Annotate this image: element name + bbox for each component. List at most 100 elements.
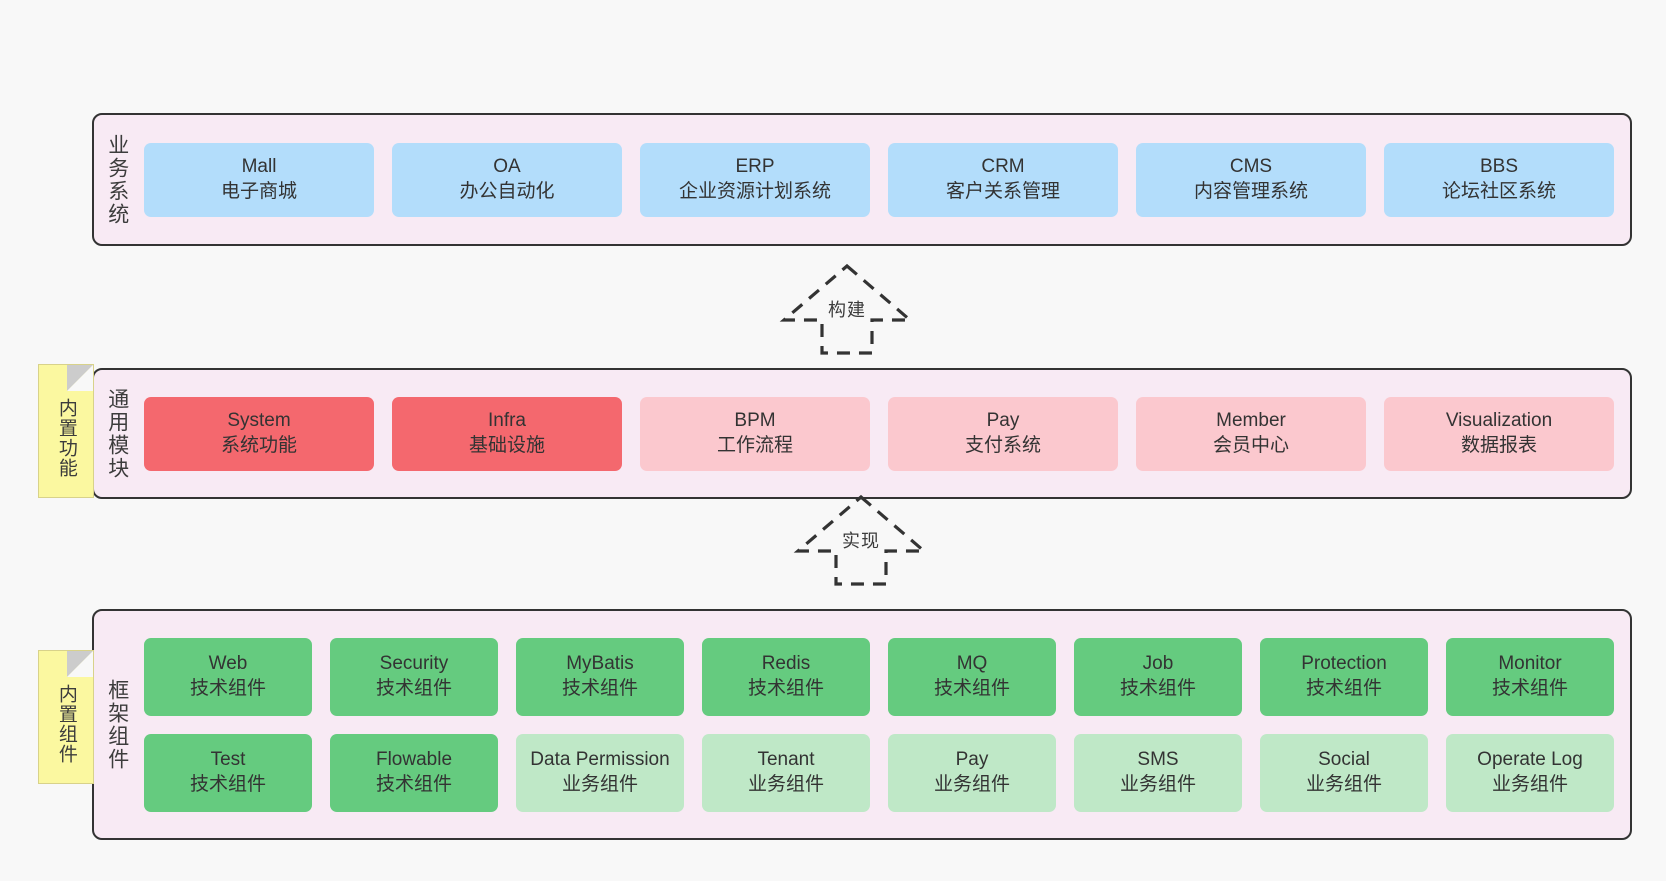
card-subtitle: 工作流程	[716, 434, 793, 456]
card-subtitle: 技术组件	[933, 677, 1010, 699]
card-subtitle: 企业资源计划系统	[678, 180, 831, 202]
card-social[interactable]: Social 业务组件	[1260, 733, 1428, 812]
card-title: Protection	[1301, 653, 1387, 675]
sticky-note-builtin-functions: 内置功能	[38, 364, 94, 498]
card-subtitle: 业务组件	[1119, 773, 1196, 795]
card-subtitle: 技术组件	[1491, 677, 1568, 699]
card-subtitle: 办公自动化	[459, 180, 555, 202]
card-title: Web	[208, 653, 248, 675]
card-title: Member	[1216, 410, 1286, 432]
card-operate-log[interactable]: Operate Log 业务组件	[1446, 733, 1614, 812]
card-title: MQ	[956, 653, 988, 675]
card-subtitle: 技术组件	[561, 677, 638, 699]
card-pay[interactable]: Pay 支付系统	[888, 396, 1118, 471]
card-pay-business[interactable]: Pay 业务组件	[888, 733, 1056, 812]
card-data-permission[interactable]: Data Permission 业务组件	[516, 733, 684, 812]
card-row: Test 技术组件 Flowable 技术组件 Data Permission …	[144, 733, 1614, 812]
card-security[interactable]: Security 技术组件	[330, 637, 498, 716]
card-title: OA	[493, 156, 521, 178]
card-test[interactable]: Test 技术组件	[144, 733, 312, 812]
layer-framework-components: 框架组件 Web 技术组件 Security 技术组件 MyBatis 技术组件…	[92, 609, 1632, 840]
card-title: Test	[210, 749, 246, 771]
card-visualization[interactable]: Visualization 数据报表	[1384, 396, 1614, 471]
card-title: Job	[1142, 653, 1174, 675]
card-row: System 系统功能 Infra 基础设施 BPM 工作流程 Pay 支付系统…	[144, 396, 1614, 471]
card-mall[interactable]: Mall 电子商城	[144, 142, 374, 217]
card-subtitle: 客户关系管理	[945, 180, 1060, 202]
card-subtitle: 业务组件	[747, 773, 824, 795]
card-title: System	[227, 410, 291, 432]
card-subtitle: 技术组件	[1305, 677, 1382, 699]
card-flowable[interactable]: Flowable 技术组件	[330, 733, 498, 812]
dashed-arrow-up-icon	[779, 263, 915, 355]
sticky-note-builtin-components: 内置组件	[38, 650, 94, 784]
card-subtitle: 系统功能	[220, 434, 297, 456]
layer-common-modules: 通用模块 System 系统功能 Infra 基础设施 BPM 工作流程 Pay…	[92, 368, 1632, 499]
card-oa[interactable]: OA 办公自动化	[392, 142, 622, 217]
card-protection[interactable]: Protection 技术组件	[1260, 637, 1428, 716]
card-title: Flowable	[375, 749, 453, 771]
card-redis[interactable]: Redis 技术组件	[702, 637, 870, 716]
card-subtitle: 数据报表	[1460, 434, 1537, 456]
card-title: Visualization	[1445, 410, 1553, 432]
layer-title-framework-components: 框架组件	[105, 678, 129, 771]
card-subtitle: 基础设施	[468, 434, 545, 456]
card-system[interactable]: System 系统功能	[144, 396, 374, 471]
card-subtitle: 技术组件	[375, 677, 452, 699]
card-title: Infra	[487, 410, 527, 432]
card-title: Data Permission	[530, 749, 670, 771]
layer-body-framework-components: Web 技术组件 Security 技术组件 MyBatis 技术组件 Redi…	[140, 611, 1630, 838]
card-mq[interactable]: MQ 技术组件	[888, 637, 1056, 716]
layer-title-common-modules: 通用模块	[105, 387, 129, 480]
connector-label: 构建	[828, 300, 866, 320]
card-title: Security	[379, 653, 449, 675]
card-tenant[interactable]: Tenant 业务组件	[702, 733, 870, 812]
card-subtitle: 论坛社区系统	[1441, 180, 1556, 202]
layer-body-business-systems: Mall 电子商城 OA 办公自动化 ERP 企业资源计划系统 CRM 客户关系…	[140, 115, 1630, 244]
card-member[interactable]: Member 会员中心	[1136, 396, 1366, 471]
card-crm[interactable]: CRM 客户关系管理	[888, 142, 1118, 217]
card-title: BPM	[734, 410, 776, 432]
card-title: Mall	[241, 156, 277, 178]
connector-label: 实现	[842, 531, 880, 551]
card-title: SMS	[1137, 749, 1179, 771]
layer-title-business-systems: 业务系统	[105, 133, 129, 226]
card-subtitle: 技术组件	[1119, 677, 1196, 699]
card-monitor[interactable]: Monitor 技术组件	[1446, 637, 1614, 716]
card-title: Redis	[761, 653, 811, 675]
card-title: ERP	[735, 156, 775, 178]
connector-realize: 实现	[776, 489, 946, 589]
card-title: BBS	[1479, 156, 1519, 178]
card-title: Pay	[955, 749, 989, 771]
card-web[interactable]: Web 技术组件	[144, 637, 312, 716]
card-title: Pay	[986, 410, 1020, 432]
card-subtitle: 电子商城	[220, 180, 297, 202]
card-sms[interactable]: SMS 业务组件	[1074, 733, 1242, 812]
card-title: CMS	[1229, 156, 1273, 178]
card-bpm[interactable]: BPM 工作流程	[640, 396, 870, 471]
card-mybatis[interactable]: MyBatis 技术组件	[516, 637, 684, 716]
card-subtitle: 业务组件	[933, 773, 1010, 795]
sticky-note-label: 内置组件	[55, 684, 77, 764]
card-subtitle: 业务组件	[561, 773, 638, 795]
card-subtitle: 会员中心	[1212, 434, 1289, 456]
card-infra[interactable]: Infra 基础设施	[392, 396, 622, 471]
card-erp[interactable]: ERP 企业资源计划系统	[640, 142, 870, 217]
card-subtitle: 技术组件	[189, 773, 266, 795]
card-title: CRM	[981, 156, 1025, 178]
card-subtitle: 技术组件	[189, 677, 266, 699]
card-bbs[interactable]: BBS 论坛社区系统	[1384, 142, 1614, 217]
card-subtitle: 技术组件	[747, 677, 824, 699]
card-subtitle: 技术组件	[375, 773, 452, 795]
card-title: Monitor	[1498, 653, 1562, 675]
sticky-note-label: 内置功能	[55, 398, 77, 478]
card-cms[interactable]: CMS 内容管理系统	[1136, 142, 1366, 217]
card-subtitle: 业务组件	[1305, 773, 1382, 795]
dashed-arrow-up-icon	[793, 494, 929, 586]
card-title: Tenant	[757, 749, 815, 771]
card-subtitle: 支付系统	[964, 434, 1041, 456]
card-row: Mall 电子商城 OA 办公自动化 ERP 企业资源计划系统 CRM 客户关系…	[144, 142, 1614, 217]
card-title: Social	[1318, 749, 1370, 771]
card-job[interactable]: Job 技术组件	[1074, 637, 1242, 716]
